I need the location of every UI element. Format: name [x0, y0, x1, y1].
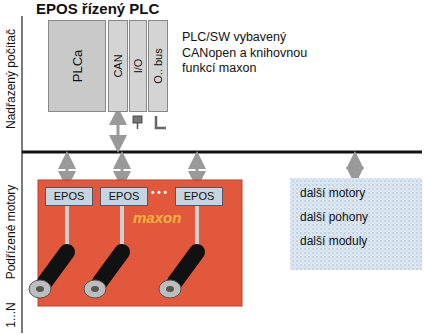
- diagram-title: EPOS řízený PLC: [36, 0, 159, 17]
- can-box: CAN: [108, 20, 128, 112]
- node-text: EPOS: [101, 188, 147, 205]
- motor-panel-node: maxon EPOS EPOS EPOS: [38, 180, 242, 306]
- node-text: O.. bus: [152, 48, 164, 83]
- node-text: CAN: [112, 54, 124, 77]
- annotation-text: 1...N: [4, 302, 18, 327]
- bus-box: O.. bus: [148, 20, 168, 112]
- motor-part: [120, 206, 124, 250]
- motor-panel: [38, 180, 242, 306]
- motors: [29, 206, 197, 298]
- epos-box: EPOS: [175, 187, 223, 206]
- node-text: další pohony: [300, 210, 368, 224]
- side-rule: [21, 16, 22, 333]
- epos-box: EPOS: [45, 187, 93, 206]
- connector-icons: [133, 116, 166, 129]
- ellipsis-mark: • • •: [146, 187, 172, 200]
- label-box: PLC/SW vybavený CANopen a knihovnou funk…: [182, 30, 330, 80]
- io-box: I/O: [129, 20, 147, 112]
- motor-part: [65, 206, 69, 250]
- motor-part: [84, 280, 106, 298]
- annotation-text: Nadřazený počítač: [4, 29, 18, 129]
- motor-part: [166, 286, 174, 292]
- motor-part: [45, 252, 67, 282]
- other-devices-panel: [290, 178, 422, 270]
- node-text: EPOS: [176, 188, 222, 205]
- node-text: další motory: [300, 186, 365, 200]
- node-text: PLCa: [70, 50, 85, 83]
- label-box: Podřízené motory: [2, 170, 20, 294]
- node-text: I/O: [132, 59, 144, 74]
- motor-part: [91, 286, 99, 292]
- motor-part: [100, 252, 122, 282]
- epos-box: EPOS: [100, 187, 148, 206]
- node-text: další moduly: [300, 234, 367, 248]
- plc-box: PLCa: [48, 20, 106, 112]
- annotation-text: Podřízené motory: [4, 185, 18, 280]
- motor-part: [36, 286, 44, 292]
- motor-part: [29, 280, 51, 298]
- motor-part: [195, 206, 199, 250]
- label-box: 1...N: [2, 298, 20, 332]
- brand-watermark: maxon: [133, 209, 181, 226]
- label-box: Nadřazený počítač: [2, 20, 20, 138]
- motor-part: [175, 252, 197, 282]
- node-text: EPOS: [46, 188, 92, 205]
- bus-arrows: [67, 116, 355, 180]
- other-devices-box: další motory další pohony další moduly: [290, 178, 422, 270]
- annotation-text: PLC/SW vybavený CANopen a knihovnou funk…: [182, 30, 330, 77]
- bus-line: [22, 151, 422, 154]
- label-box: • • •: [146, 187, 172, 205]
- motor-part: [159, 280, 181, 298]
